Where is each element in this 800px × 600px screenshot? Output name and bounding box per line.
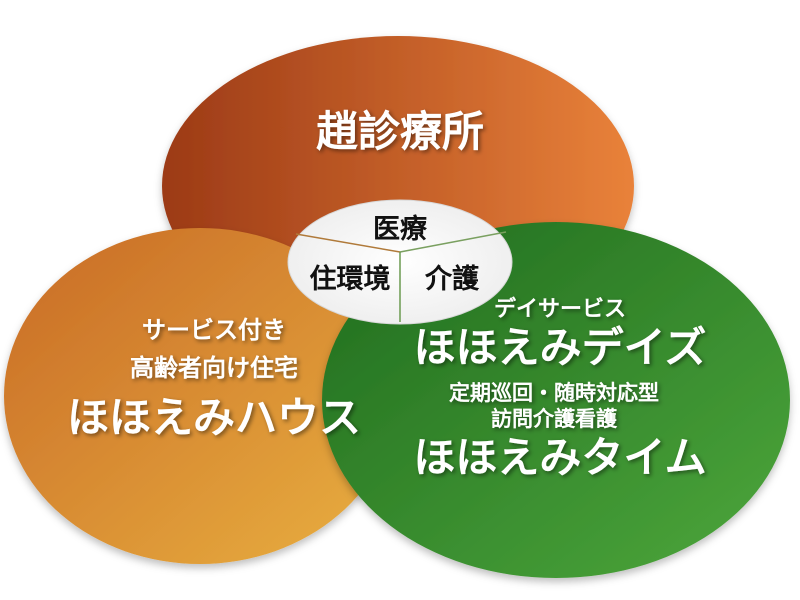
left-ellipse — [4, 228, 396, 564]
right-title-1: ほほえみデイズ — [414, 323, 707, 372]
center-divider-right — [399, 231, 507, 253]
left-subtitle-2: 高齢者向け住宅 — [130, 354, 298, 382]
right-subtitle-2: 定期巡回・随時対応型 — [449, 381, 659, 405]
right-title-2: ほほえみタイム — [413, 433, 706, 482]
right-subtitle-3: 訪問介護看護 — [491, 407, 618, 431]
center-label-medical: 医療 — [373, 214, 428, 245]
left-title: ほほえみハウス — [67, 393, 361, 442]
center-label-care: 介護 — [424, 263, 480, 295]
right-subtitle-1: デイサービス — [494, 296, 626, 322]
left-subtitle-1: サービス付き — [142, 316, 286, 344]
center-label-living: 住環境 — [310, 263, 391, 295]
top-title: 趙診療所 — [316, 107, 484, 156]
center-divider-left — [295, 233, 401, 253]
